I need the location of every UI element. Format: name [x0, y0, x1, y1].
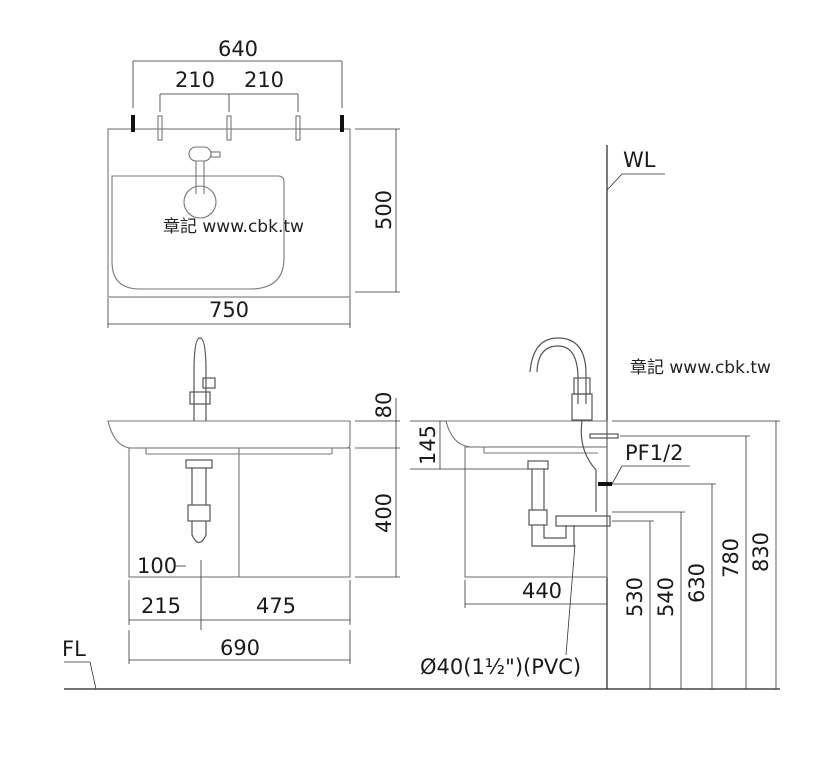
pf-fitting: [598, 482, 612, 486]
wall-bracket-right: [340, 115, 344, 132]
dim-630: 630: [685, 563, 709, 603]
faucet-lever-front: [202, 377, 216, 389]
dim-540: 540: [654, 577, 678, 617]
dim-750: 750: [209, 298, 249, 322]
mount-hole-1: [157, 115, 163, 141]
basin-outline-top: [107, 128, 351, 298]
faucet-handle-side: [573, 377, 591, 395]
supply-hose: [580, 420, 597, 512]
fl-label: FL: [62, 637, 86, 661]
mount-hole-3: [295, 115, 301, 141]
wall-bracket-left: [131, 115, 135, 132]
dim-530: 530: [623, 577, 647, 617]
side-view: WL PF1/2 145: [410, 145, 780, 689]
dim-400: 400: [372, 493, 396, 533]
watermark-right: 章記 www.cbk.tw: [630, 358, 771, 378]
faucet-top: [188, 146, 212, 162]
dim-500: 500: [372, 190, 396, 230]
dim-145: 145: [416, 425, 440, 465]
mount-hole-2: [226, 115, 232, 141]
faucet-spout-top: [195, 161, 205, 194]
faucet-side: [529, 337, 587, 404]
supply-valve: [589, 433, 619, 439]
basin-front: [107, 420, 351, 449]
drain-label: Ø40(1½")(PVC): [420, 655, 581, 679]
dim-210-right: 210: [244, 68, 284, 92]
drain-trap-front: [185, 459, 213, 544]
dim-80: 80: [372, 392, 396, 419]
dim-100: 100: [137, 554, 177, 578]
drain-trap-side: [527, 460, 611, 547]
pf-label: PF1/2: [625, 441, 684, 465]
wl-label: WL: [623, 148, 656, 172]
faucet-body-side: [571, 393, 593, 421]
dim-215: 215: [141, 594, 181, 618]
dim-830: 830: [749, 532, 773, 572]
bowl-outline-top: [111, 175, 285, 290]
cabinet-side: [464, 446, 608, 578]
faucet-body-front: [189, 391, 211, 405]
dim-640: 640: [218, 37, 258, 61]
dim-210-left: 210: [175, 68, 215, 92]
dim-690: 690: [220, 636, 260, 660]
floor-line: FL: [62, 637, 780, 690]
faucet-front: [193, 337, 207, 421]
dim-440: 440: [522, 579, 562, 603]
watermark-top: 章記 www.cbk.tw: [163, 217, 304, 237]
faucet-handle-top: [210, 151, 221, 158]
dim-475: 475: [256, 594, 296, 618]
top-view: 640 210 210 500 750 章記 www.cbk.tw: [107, 37, 400, 328]
drain-top: [183, 185, 217, 219]
front-view: 80 400 100 215 475 690: [107, 337, 400, 664]
dim-780: 780: [719, 538, 743, 578]
